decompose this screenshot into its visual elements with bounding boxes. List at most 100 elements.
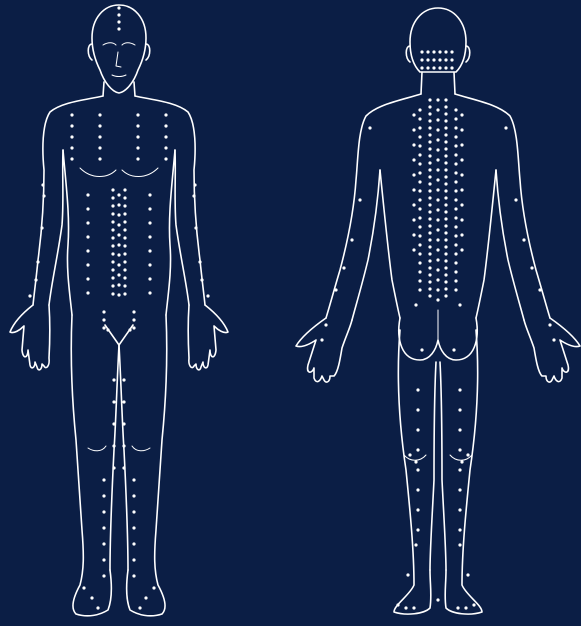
front-acupoint [148,277,151,280]
front-acupoint [132,318,135,321]
front-acupoint [132,558,135,561]
back-acupoint [438,66,441,69]
back-acupoint [412,248,415,251]
front-acupoint [102,526,105,529]
back-acupoint [420,50,423,53]
back-acupoint [426,50,429,53]
back-acupoint [358,198,361,201]
front-acupoint [123,276,126,279]
front-acupoint [117,233,120,236]
front-acupoint [123,260,126,263]
back-acupoint [428,252,431,255]
back-acupoint [418,234,421,237]
front-acupoint [136,157,139,160]
front-acupoint [136,135,139,138]
back-acupoint [444,66,447,69]
back-acupoint [416,508,419,511]
back-acupoint [436,288,439,291]
front-acupoint [86,277,89,280]
front-acupoint [112,466,115,469]
back-acupoint [460,203,463,206]
back-acupoint [460,460,463,463]
back-acupoint [454,288,457,291]
back-acupoint [414,543,417,546]
back-acupoint [436,138,439,141]
front-acupoint [117,273,120,276]
back-acupoint [444,252,447,255]
back-acupoint [428,280,431,283]
back-acupoint [444,105,447,108]
back-acupoint [428,189,431,192]
front-acupoint [96,606,99,609]
back-acupoint [530,266,533,269]
front-acupoint [102,558,105,561]
back-acupoint [436,158,439,161]
front-body-svg [0,0,290,626]
back-acupoint [460,233,463,236]
front-acupoint [86,235,89,238]
back-acupoint [454,252,457,255]
back-acupoint [416,468,419,471]
back-acupoint [418,288,421,291]
front-acupoint [98,124,101,127]
back-acupoint [438,58,441,61]
back-acupoint [418,279,421,282]
back-acupoint [552,338,555,341]
front-acupoint [164,113,167,116]
back-acupoint [428,203,431,206]
front-acupoint [206,294,209,297]
back-acupoint [428,119,431,122]
front-acupoint [148,193,151,196]
back-acupoint [418,207,421,210]
back-acupoint [414,460,417,463]
front-acupoint [132,494,135,497]
back-acupoint [416,488,419,491]
back-acupoint [444,224,447,227]
back-acupoint [444,98,447,101]
back-acupoint [436,238,439,241]
front-acupoint [102,478,105,481]
back-acupoint [418,162,421,165]
front-acupoint [112,378,115,381]
front-acupoint [111,260,114,263]
front-acupoint [117,20,120,23]
back-acupoint [432,58,435,61]
back-acupoint [454,108,457,111]
front-acupoint [41,183,44,186]
back-acupoint [416,388,419,391]
back-acupoint [444,140,447,143]
front-acupoint [122,466,125,469]
front-acupoint [117,13,120,16]
back-acupoint [320,338,323,341]
front-acupoint [112,422,115,425]
front-acupoint [36,260,39,263]
front-acupoint [164,157,167,160]
back-acupoint [444,245,447,248]
front-acupoint [117,193,120,196]
back-acupoint [444,231,447,234]
front-acupoint [42,194,45,197]
front-acupoint [193,183,196,186]
front-acupoint [98,146,101,149]
back-acupoint [416,528,419,531]
back-acupoint [420,58,423,61]
front-acupoint [148,207,151,210]
back-acupoint [350,238,353,241]
back-acupoint [418,216,421,219]
front-acupoints [28,6,209,609]
back-acupoint [454,243,457,246]
back-acupoint [456,606,459,609]
front-acupoint [123,228,126,231]
front-acupoint [111,220,114,223]
back-acupoint [412,188,415,191]
back-acupoint [416,428,419,431]
front-acupoint [70,146,73,149]
back-acupoint [444,119,447,122]
front-acupoint [70,113,73,116]
back-acupoint [444,217,447,220]
back-acupoint [466,453,469,456]
back-acupoint [408,453,411,456]
back-acupoint [418,261,421,264]
back-acupoint [412,158,415,161]
back-acupoint [444,210,447,213]
